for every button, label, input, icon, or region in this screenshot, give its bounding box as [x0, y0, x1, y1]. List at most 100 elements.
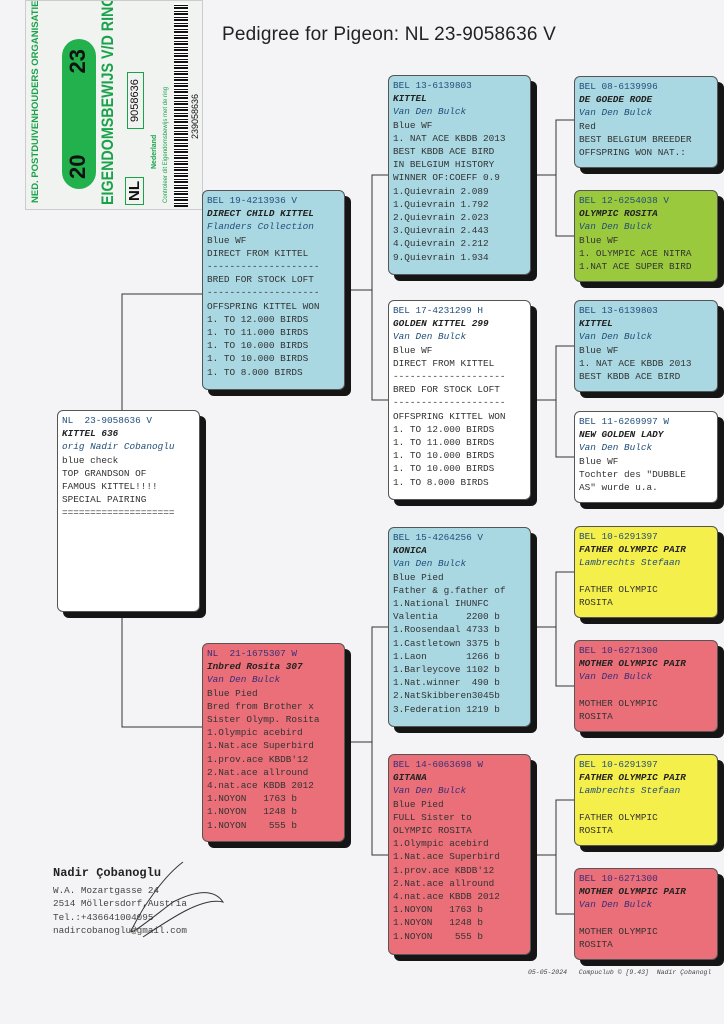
- owner: Van Den Bulck: [579, 899, 653, 911]
- detail-line: 9.Quievrain 1.934: [393, 251, 489, 263]
- detail-line: 1. TO 8.000 BIRDS: [393, 476, 489, 488]
- ring-number: BEL 14-6063698 W: [393, 759, 484, 770]
- detail-line: 1. TO 10.000 BIRDS: [393, 463, 495, 475]
- detail-line: MOTHER OLYMPIC: [579, 925, 658, 937]
- detail-line: 2.Nat.ace allround: [207, 766, 309, 778]
- detail-line: SPECIAL PAIRING: [62, 494, 147, 506]
- breeder-info: Nadir Çobanoglu W.A. Mozartgasse 24 2514…: [53, 861, 225, 938]
- detail-line: --------------------: [393, 371, 506, 383]
- detail-line: AS" wurde u.a.: [579, 482, 658, 494]
- detail-line: 1.Laon 1266 b: [393, 650, 500, 662]
- pigeon-name: KITTEL: [393, 93, 427, 105]
- owner: Van Den Bulck: [393, 558, 467, 570]
- detail-line: Blue WF: [393, 344, 433, 356]
- detail-line: ROSITA: [579, 596, 613, 608]
- detail-line: 1. TO 12.000 BIRDS: [207, 313, 309, 325]
- ring-number: BEL 19-4213936 V: [207, 195, 298, 206]
- ring-number: BEL 10-6271300: [579, 645, 658, 656]
- detail-line: OFFSPRING KITTEL WON: [207, 300, 320, 312]
- detail-line: 2.Nat.ace allround: [393, 877, 495, 889]
- detail-line: Red: [579, 120, 596, 132]
- pigeon-name: OLYMPIC ROSITA: [579, 208, 658, 220]
- detail-line: WINNER OF:COEFF 0.9: [393, 172, 500, 184]
- ring-number: BEL 17-4231299 H: [393, 305, 484, 316]
- ring-number: BEL 08-6139996: [579, 81, 658, 92]
- ring-number: BEL 15-4264256 V: [393, 532, 484, 543]
- pigeon-name: MOTHER OLYMPIC PAIR: [579, 658, 686, 670]
- detail-line: 1.NOYON 1248 b: [393, 917, 484, 929]
- detail-line: 1.NOYON 555 b: [393, 930, 484, 942]
- detail-line: 4.Quievrain 2.212: [393, 238, 489, 250]
- detail-line: IN BELGIUM HISTORY: [393, 159, 495, 171]
- owner: Flanders Collection: [207, 221, 314, 233]
- detail-line: FATHER OLYMPIC: [579, 811, 658, 823]
- detail-line: Blue WF: [393, 119, 433, 131]
- pigeon-name: MOTHER OLYMPIC PAIR: [579, 886, 686, 898]
- detail-line: BEST BELGIUM BREEDER: [579, 133, 692, 145]
- pigeon-name: GITANA: [393, 772, 427, 784]
- detail-line: ====================: [62, 507, 175, 519]
- pigeon-name: GOLDEN KITTEL 299: [393, 318, 489, 330]
- detail-line: 1. OLYMPIC ACE NITRA: [579, 247, 692, 259]
- detail-line: 1. TO 11.000 BIRDS: [207, 327, 309, 339]
- pigeon-name: Inbred Rosita 307: [207, 661, 303, 673]
- detail-line: --------------------: [393, 397, 506, 409]
- detail-line: BRED FOR STOCK LOFT: [207, 274, 314, 286]
- detail-line: [579, 570, 713, 583]
- detail-line: 1.Olympic acebird: [207, 727, 303, 739]
- pigeon-name: NEW GOLDEN LADY: [579, 429, 664, 441]
- owner: Van Den Bulck: [579, 221, 653, 233]
- detail-line: Blue Pied: [207, 687, 258, 699]
- pigeon-name: DIRECT CHILD KITTEL: [207, 208, 314, 220]
- detail-line: MOTHER OLYMPIC: [579, 697, 658, 709]
- ring-number: BEL 10-6271300: [579, 873, 658, 884]
- pigeon-name: KITTEL: [579, 318, 613, 330]
- page-title: Pedigree for Pigeon: NL 23-9058636 V: [222, 24, 556, 45]
- pigeon-name: FATHER OLYMPIC PAIR: [579, 544, 686, 556]
- owner: Lambrechts Stefaan: [579, 557, 681, 569]
- detail-line: 1.Nat.ace Superbird: [207, 740, 314, 752]
- detail-line: --------------------: [207, 261, 320, 273]
- owner: Van Den Bulck: [579, 331, 653, 343]
- detail-line: 1.prov.ace KBDB'12: [393, 864, 495, 876]
- footer: 05-05-2024 Compuclub © [9.43] Nadir Çoba…: [528, 969, 712, 976]
- breeder-phone: Tel.:+436641004095: [53, 911, 154, 923]
- ring-number: BEL 10-6291397: [579, 531, 658, 542]
- detail-line: --------------------: [207, 287, 320, 299]
- detail-line: Tochter des "DUBBLE: [579, 468, 686, 480]
- detail-line: Valentia 2200 b: [393, 611, 500, 623]
- detail-line: 1.Quievrain 1.792: [393, 198, 489, 210]
- detail-line: 1. TO 8.000 BIRDS: [207, 366, 303, 378]
- breeder-street: W.A. Mozartgasse 24: [53, 885, 160, 897]
- detail-line: DIRECT FROM KITTEL: [207, 247, 309, 259]
- detail-line: Blue Pied: [393, 571, 444, 583]
- detail-line: 1.NOYON 1248 b: [207, 806, 298, 818]
- detail-line: ROSITA: [579, 938, 613, 950]
- detail-line: FATHER OLYMPIC: [579, 583, 658, 595]
- pigeon-name: KONICA: [393, 545, 427, 557]
- breeder-email[interactable]: nadircobanoglu@gmail.com: [53, 924, 187, 936]
- detail-line: 4.nat.ace KBDB 2012: [207, 780, 314, 792]
- detail-line: FULL Sister to: [393, 811, 472, 823]
- ring-number: BEL 10-6291397: [579, 759, 658, 770]
- pigeon-name: FATHER OLYMPIC PAIR: [579, 772, 686, 784]
- detail-line: 1.National IHUNFC: [393, 598, 489, 610]
- detail-line: 1.Nat.winner 490 b: [393, 677, 500, 689]
- detail-line: ROSITA: [579, 824, 613, 836]
- detail-line: 1.Quievrain 2.089: [393, 185, 489, 197]
- ring-number: BEL 13-6139803: [393, 80, 472, 91]
- detail-line: Blue WF: [207, 234, 247, 246]
- detail-line: [579, 912, 713, 925]
